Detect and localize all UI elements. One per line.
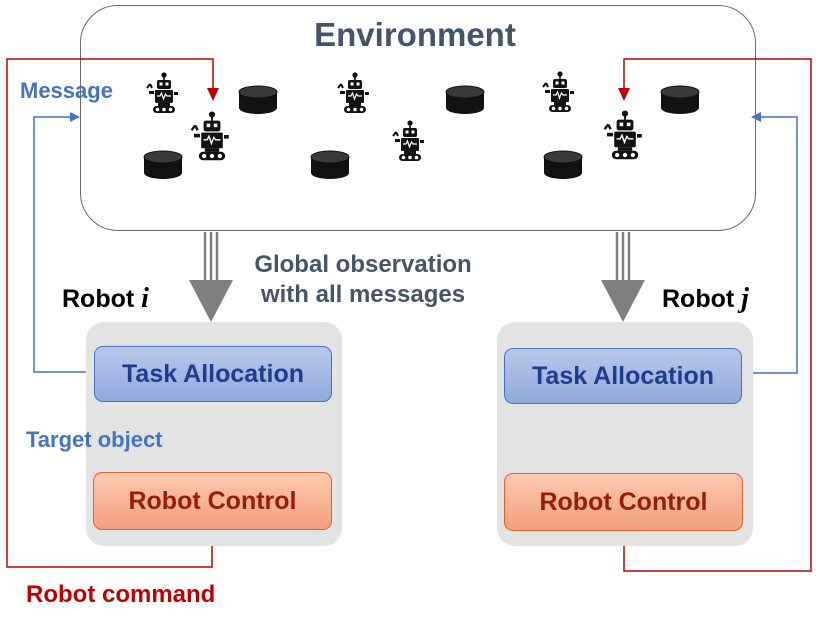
message-arrow-j <box>742 112 798 374</box>
observation-arrow-j <box>601 232 645 322</box>
robot-j-prefix: Robot <box>662 285 735 313</box>
global-observation-line2: with all messages <box>260 281 466 308</box>
robot-control-j: Robot Control <box>504 473 743 531</box>
command-loop-j <box>623 58 812 572</box>
environment-title: Environment <box>314 16 516 53</box>
robot-j-var: j <box>741 283 749 314</box>
global-observation-line1: Global observation <box>254 251 472 278</box>
robot-i-var: i <box>141 283 149 314</box>
command-arrowhead-i <box>207 88 219 101</box>
cylinder-object-icon <box>143 150 183 180</box>
global-observation-label: Global observation with all messages <box>228 250 498 310</box>
robot-control-i: Robot Control <box>93 472 332 530</box>
cylinder-object-icon <box>445 85 485 115</box>
robot-icon <box>337 71 370 114</box>
robot-icon <box>542 70 575 113</box>
cylinder-object-icon <box>543 150 583 180</box>
robot-icon <box>392 119 425 162</box>
environment-box <box>80 5 756 231</box>
message-arrow-i <box>33 112 94 373</box>
task-allocation-j: Task Allocation <box>504 348 742 404</box>
cylinder-object-icon <box>238 85 278 115</box>
robot-icon <box>146 71 179 114</box>
robot-i-prefix: Robot <box>62 285 135 313</box>
command-loop-i <box>6 58 214 568</box>
robot-command-label: Robot command <box>26 581 216 608</box>
task-allocation-i: Task Allocation <box>94 346 332 402</box>
cylinder-object-icon <box>310 150 350 180</box>
robot-i-icon <box>190 110 231 162</box>
robot-i-label: Robot i <box>62 283 149 315</box>
command-arrowhead-j <box>618 88 630 101</box>
message-label: Message <box>20 78 113 103</box>
robot-j-icon <box>603 109 643 161</box>
robot-j-label: Robot j <box>662 283 749 315</box>
cylinder-object-icon <box>660 85 700 115</box>
target-object-label: Target object <box>26 427 163 452</box>
observation-arrow-i <box>189 232 233 322</box>
